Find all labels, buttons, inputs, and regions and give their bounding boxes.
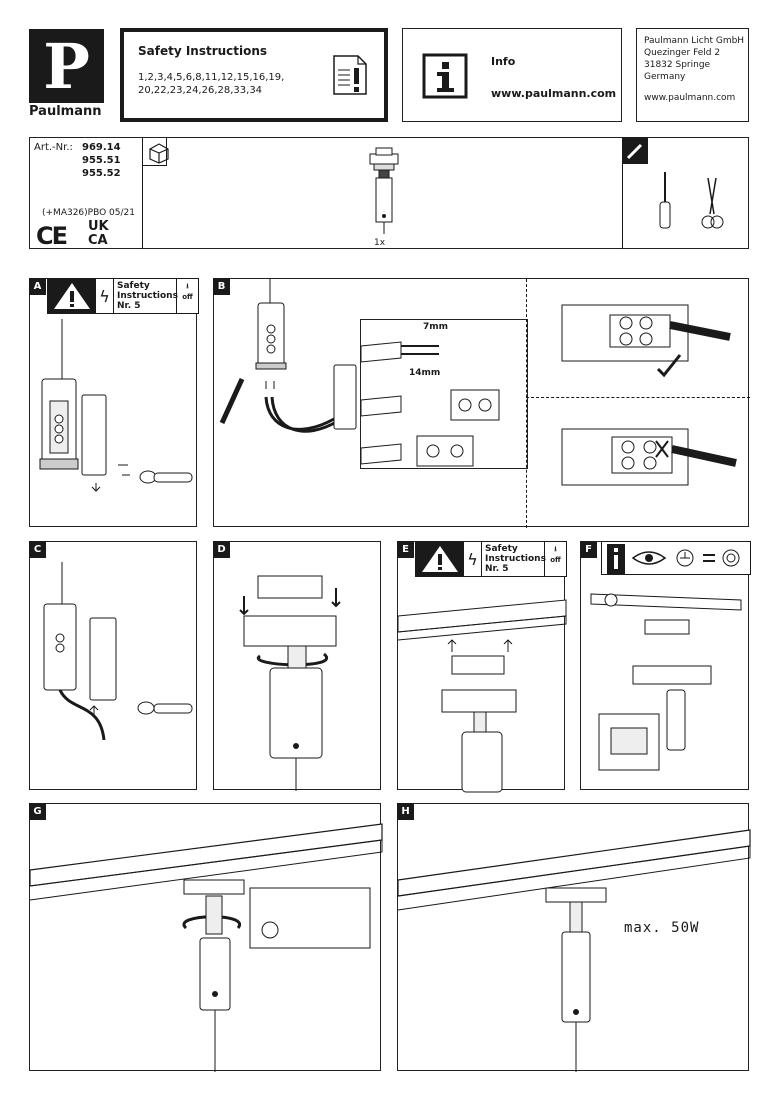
address-box: Paulmann Licht GmbH Quezinger Feld 2 318… bbox=[636, 28, 749, 122]
step-d-panel: D bbox=[213, 541, 381, 791]
ce-mark: CE bbox=[36, 222, 68, 250]
step-f-illustration bbox=[590, 593, 742, 771]
ukca-bottom: CA bbox=[88, 233, 108, 248]
step-b-panel: B 7mm 14mm bbox=[213, 278, 750, 528]
safety-numbers-2: 20,22,23,24,26,28,33,34 bbox=[138, 85, 263, 96]
article-label: Art.-Nr.: bbox=[34, 142, 73, 153]
safety-strip-a-line2: Instructions bbox=[117, 291, 178, 301]
safety-instructions-box: Safety Instructions 1,2,3,4,5,6,8,11,12,… bbox=[120, 28, 388, 122]
step-d-label: D bbox=[213, 541, 230, 558]
step-f-label: F bbox=[580, 541, 597, 558]
step-g-panel: G bbox=[29, 803, 383, 1072]
safety-strip-a-line1: Safety bbox=[117, 281, 150, 291]
scissors-icon bbox=[701, 177, 724, 229]
info-url[interactable]: www.paulmann.com bbox=[491, 87, 617, 100]
step-e-illustration bbox=[397, 599, 567, 793]
info-box: Info www.paulmann.com bbox=[402, 28, 622, 122]
safety-numbers-1: 1,2,3,4,5,6,8,11,12,15,16,19, bbox=[138, 72, 285, 83]
step-a-label: A bbox=[29, 278, 46, 295]
safety-title: Safety Instructions bbox=[138, 44, 268, 58]
step-a-panel: A ϟ Safety Instructions Nr. 5 ⭳off bbox=[29, 278, 199, 527]
step-c-label: C bbox=[29, 541, 46, 558]
safety-strip-a-line3: Nr. 5 bbox=[117, 301, 141, 311]
street: Quezinger Feld 2 bbox=[644, 48, 721, 58]
info-title: Info bbox=[491, 55, 516, 68]
step-e-panel: E ϟ Safety Instructions Nr. 5 ⭳off bbox=[397, 541, 567, 793]
screwdriver-tool-illustration bbox=[659, 172, 671, 229]
company-name: Paulmann Licht GmbH bbox=[644, 36, 745, 46]
tools-column bbox=[622, 137, 623, 249]
safety-strip-a: ϟ Safety Instructions Nr. 5 ⭳off bbox=[47, 278, 199, 314]
eye-icon bbox=[631, 551, 667, 565]
step-d-illustration bbox=[239, 575, 341, 791]
package-column bbox=[142, 137, 143, 249]
info-icon bbox=[607, 544, 625, 574]
ground-equals-icon bbox=[676, 549, 740, 567]
step-f-panel: F bbox=[580, 541, 751, 790]
article-code: (+MA326)PBO 05/21 bbox=[42, 208, 135, 218]
step-h-panel: H max. 50W bbox=[397, 803, 751, 1072]
ukca-top: UK bbox=[88, 219, 109, 234]
step-c-panel: C bbox=[29, 541, 197, 790]
safety-strip-e-line3: Nr. 5 bbox=[485, 564, 509, 574]
safety-strip-e-line2: Instructions bbox=[485, 554, 546, 564]
electric-bolt-icon: ϟ bbox=[464, 542, 482, 576]
article-number-1: 969.14 bbox=[82, 142, 121, 153]
warning-triangle-icon bbox=[48, 279, 96, 313]
article-number-3: 955.52 bbox=[82, 168, 121, 179]
step-b-pendant-illustration bbox=[219, 279, 357, 433]
package-icon bbox=[149, 143, 169, 164]
safety-strip-e: ϟ Safety Instructions Nr. 5 ⭳off bbox=[415, 541, 567, 577]
article-number-2: 955.51 bbox=[82, 155, 121, 166]
step-b-divider bbox=[526, 279, 527, 528]
quantity: 1x bbox=[374, 238, 386, 248]
paulmann-logo: P bbox=[29, 29, 104, 103]
step-b-divider-h bbox=[526, 397, 750, 398]
article-row: Art.-Nr.: 969.14 955.51 955.52 (+MA326)P… bbox=[29, 137, 749, 250]
screwdriver-icon bbox=[626, 143, 643, 160]
safety-strip-e-line1: Safety bbox=[485, 544, 518, 554]
total-length: 14mm bbox=[409, 368, 441, 378]
step-c-illustration bbox=[43, 562, 193, 741]
max-power: max. 50W bbox=[624, 920, 700, 936]
pendant-adapter-illustration bbox=[369, 147, 399, 234]
step-b-label: B bbox=[213, 278, 230, 295]
address-web[interactable]: www.paulmann.com bbox=[644, 93, 736, 103]
step-g-label: G bbox=[29, 803, 46, 820]
power-off-icon: ⭳off bbox=[544, 542, 566, 576]
step-g-illustration bbox=[29, 823, 383, 1072]
info-icon bbox=[422, 53, 468, 99]
step-h-illustration bbox=[397, 829, 751, 1072]
brand-name: Paulmann bbox=[29, 104, 102, 119]
city: 31832 Springe bbox=[644, 60, 711, 70]
step-a-illustration bbox=[39, 319, 193, 492]
wire-strip-detail: 7mm 14mm bbox=[360, 319, 528, 469]
strip-length: 7mm bbox=[423, 322, 449, 332]
step-h-label: H bbox=[397, 803, 414, 820]
warning-triangle-icon bbox=[416, 542, 464, 576]
strip-off-label-e: off bbox=[550, 556, 561, 564]
info-eye-strip bbox=[601, 541, 751, 575]
track-connector-correct bbox=[561, 304, 731, 378]
country: Germany bbox=[644, 72, 686, 82]
electric-bolt-icon: ϟ bbox=[96, 279, 114, 313]
power-off-icon: ⭳off bbox=[176, 279, 198, 313]
document-warning-icon bbox=[333, 55, 367, 95]
step-e-label: E bbox=[397, 541, 414, 558]
strip-off-label: off bbox=[182, 293, 193, 301]
track-connector-wrong bbox=[561, 428, 737, 486]
